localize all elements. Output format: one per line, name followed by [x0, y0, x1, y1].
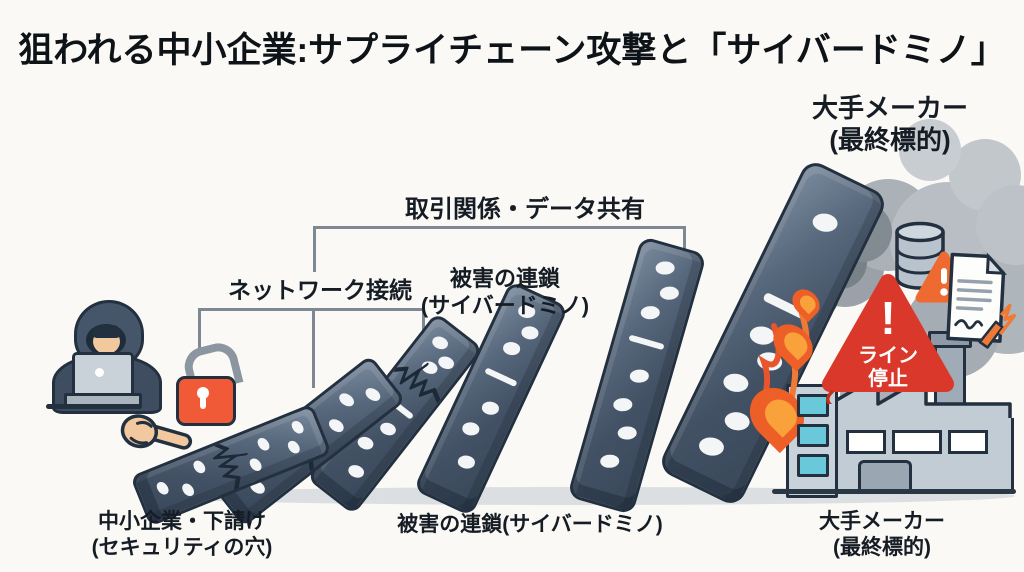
database-alert-icon: [895, 221, 973, 303]
domino-pip: [600, 453, 620, 468]
domino-pip: [480, 400, 500, 415]
label-sme-line2: (セキュリティの穴): [91, 535, 273, 559]
domino-pip: [255, 435, 273, 454]
label-sme-subcontractor: 中小企業・下請け (セキュリティの穴): [57, 509, 307, 560]
domino-pip: [154, 479, 172, 498]
label-damage-chain-bottom: 被害の連鎖(サイバードミノ): [397, 513, 663, 536]
page-title: 狙われる中小企業:サプライチェーン攻撃と「サイバードミノ」: [18, 31, 1006, 70]
laptop-icon: [72, 352, 134, 400]
domino-pip: [179, 480, 197, 499]
factory-window: [846, 430, 886, 454]
domino-pip: [289, 418, 307, 437]
pointing-hand-icon: [120, 414, 193, 450]
domino-pip: [378, 420, 398, 437]
domino-pip: [698, 436, 726, 458]
domino-pip: [655, 260, 675, 275]
domino-pip: [461, 420, 480, 436]
factory-tower-window: [797, 394, 829, 417]
label-damage-chain-mid-line1: 被害の連鎖: [449, 266, 560, 291]
laptop-logo: [95, 368, 104, 377]
domino-pip: [629, 368, 649, 383]
domino-pip: [612, 396, 632, 411]
domino-pip: [436, 353, 456, 371]
domino-pip: [346, 462, 366, 480]
label-trade-relationship: 取引関係・データ共有: [405, 196, 645, 223]
smoke-puff: [899, 119, 961, 181]
domino-pip: [363, 386, 383, 405]
hacker-hair: [92, 325, 121, 338]
domino-crack: [212, 443, 248, 491]
factory-tower-window: [797, 454, 829, 477]
warning-line2: 停止: [868, 366, 908, 390]
domino-pip: [811, 211, 839, 233]
domino-pip: [431, 333, 451, 351]
domino-divider-line: [628, 334, 665, 351]
label-final-target-top: 大手メーカー (最終標的): [780, 93, 1000, 156]
label-final-target-top-line2: (最終標的): [829, 124, 951, 155]
factory-tower-window: [797, 424, 829, 447]
label-network-connection: ネットワーク接続: [228, 277, 412, 303]
domino-pip: [285, 439, 303, 457]
domino-pip: [723, 410, 752, 433]
label-final-target-bottom: 大手メーカー (最終標的): [772, 509, 992, 560]
factory-baseline: [772, 489, 1016, 494]
domino-divider-line: [484, 366, 518, 387]
label-final-target-top-line1: 大手メーカー: [811, 93, 968, 123]
label-sme-line1: 中小企業・下請け: [98, 510, 266, 533]
domino-crack: [393, 361, 441, 403]
factory-window: [948, 430, 988, 454]
label-damage-chain-mid-line2: (サイバードミノ): [420, 292, 590, 318]
domino-pip: [659, 286, 679, 301]
broken-contract-icon: [946, 252, 1016, 349]
line-stop-warning-sign: ! ライン 停止: [822, 274, 954, 404]
desk-line: [46, 404, 142, 409]
domino-1: [130, 403, 332, 527]
factory-window: [892, 430, 942, 454]
label-damage-chain-mid: 被害の連鎖 (サイバードミノ): [385, 266, 625, 320]
label-final-target-bottom-line2: (最終標的): [833, 535, 931, 559]
domino-pip: [502, 340, 522, 356]
domino-pip: [721, 372, 750, 394]
factory-door: [858, 460, 912, 493]
domino-pip: [521, 324, 541, 340]
padlock-body: [176, 376, 236, 426]
warning-exclamation: !: [880, 292, 895, 344]
domino-pip: [457, 453, 477, 469]
warning-line1: ライン: [858, 345, 918, 367]
label-final-target-bottom-line1: 大手メーカー: [819, 510, 945, 533]
domino-pip: [326, 417, 346, 436]
domino-pip: [336, 390, 356, 409]
domino-3: [306, 311, 484, 515]
domino-pip: [640, 305, 660, 320]
padlock-keyhole-stem: [200, 396, 206, 409]
domino-pip: [617, 425, 637, 440]
